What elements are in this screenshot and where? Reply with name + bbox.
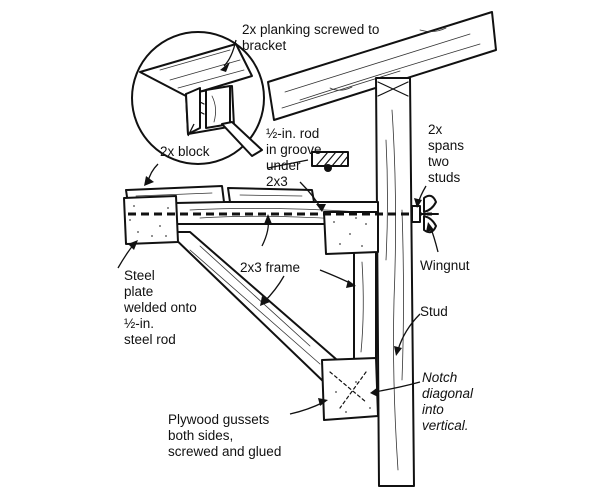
label-notch-line2: diagonal <box>422 386 474 401</box>
vertical-frame-member <box>353 251 377 363</box>
leader-lines <box>117 39 439 415</box>
steel-plate <box>123 195 179 245</box>
label-spans-line1: 2x <box>428 122 443 137</box>
label-plate-line3: welded onto <box>123 300 197 315</box>
label-wingnut: Wingnut <box>420 258 470 273</box>
label-gussets-line1: Plywood gussets <box>168 412 270 427</box>
labels: 2x planking screwed to bracket 2x block … <box>123 22 474 459</box>
label-spans-line2: spans <box>428 138 464 153</box>
label-notch-line4: vertical. <box>422 418 469 433</box>
label-gussets-line2: both sides, <box>168 428 233 443</box>
label-plate-line4: ½-in. <box>124 316 154 331</box>
label-stud: Stud <box>420 304 448 319</box>
stud <box>375 77 415 487</box>
label-gussets-line3: screwed and glued <box>168 444 281 459</box>
label-planking-line1: 2x planking screwed to <box>242 22 379 37</box>
inset-detail <box>131 31 265 165</box>
bottom-gusset <box>321 357 379 421</box>
label-spans-line4: studs <box>428 170 461 185</box>
label-plate-line5: steel rod <box>124 332 176 347</box>
label-rod-line1: ½-in. rod <box>266 126 319 141</box>
label-rod-line2: in groove <box>266 142 322 157</box>
label-spans-line3: two <box>428 154 449 169</box>
groove-detail <box>311 151 349 172</box>
label-plate-line1: Steel <box>124 268 155 283</box>
label-rod-line3: under <box>266 158 301 173</box>
label-plate-line2: plate <box>124 284 153 299</box>
label-notch-line3: into <box>422 402 444 417</box>
label-block: 2x block <box>160 144 210 159</box>
top-gusset <box>323 211 379 255</box>
label-frame: 2x3 frame <box>240 260 300 275</box>
sloped-planking <box>267 11 497 121</box>
label-planking-line2: bracket <box>242 38 287 53</box>
label-notch-line1: Notch <box>422 370 457 385</box>
label-rod-line4: 2x3 <box>266 174 288 189</box>
